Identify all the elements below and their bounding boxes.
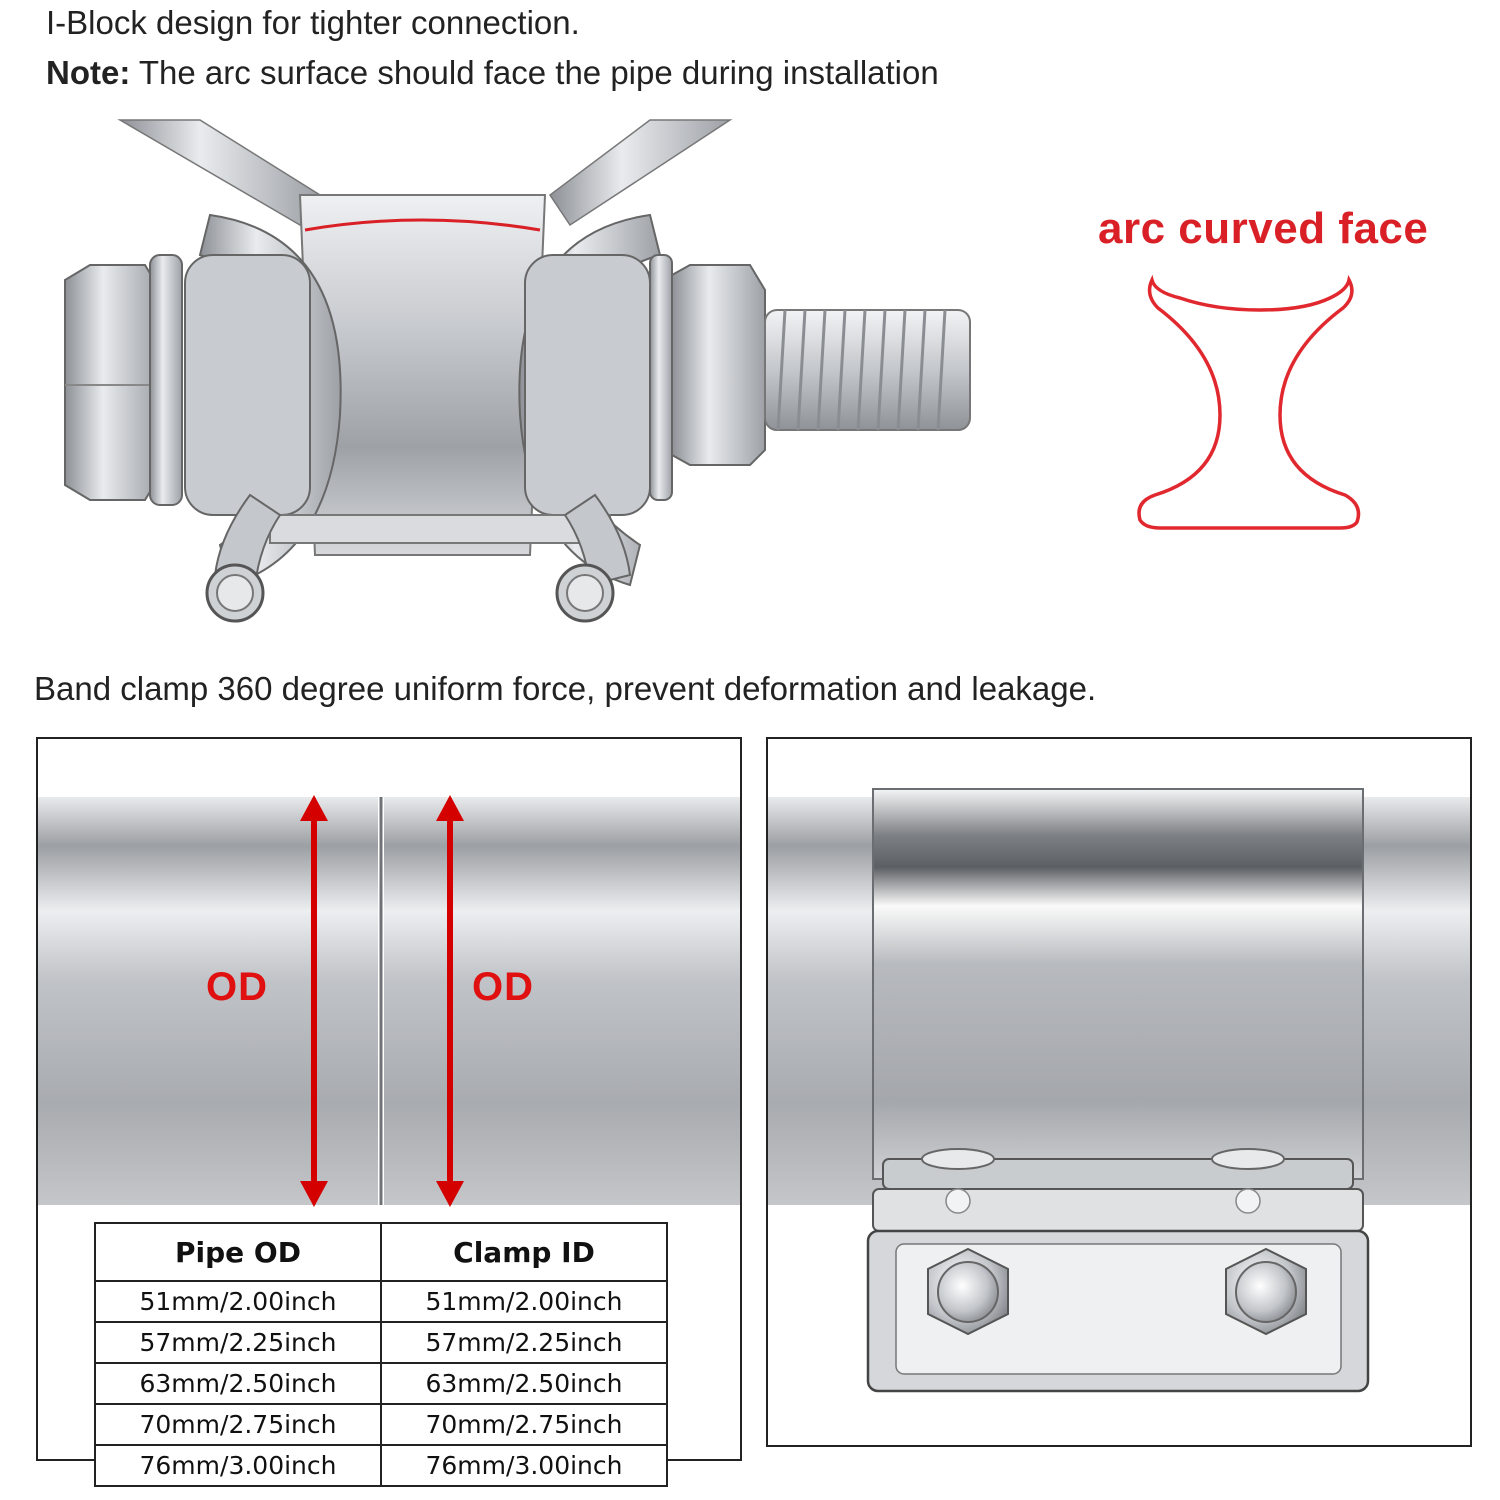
installed-clamp-illustration — [768, 788, 1470, 1393]
od-label-right: OD — [472, 965, 534, 1009]
pipe-od-cell: 63mm/2.50inch — [94, 1362, 382, 1405]
header-pipe-od: Pipe OD — [94, 1222, 382, 1282]
pipe-od-cell: 57mm/2.25inch — [94, 1321, 382, 1364]
clamp-id-cell: 76mm/3.00inch — [380, 1444, 668, 1487]
table-row: 57mm/2.25inch 57mm/2.25inch — [94, 1321, 668, 1364]
table-header-row: Pipe OD Clamp ID — [94, 1222, 668, 1282]
arc-curved-face-label: arc curved face — [1098, 204, 1429, 253]
od-label-left: OD — [206, 965, 268, 1009]
clamp-id-cell: 57mm/2.25inch — [380, 1321, 668, 1364]
clamp-hardware-photo — [64, 119, 971, 623]
size-spec-table: Pipe OD Clamp ID 51mm/2.00inch 51mm/2.00… — [94, 1222, 668, 1487]
table-row: 70mm/2.75inch 70mm/2.75inch — [94, 1403, 668, 1446]
table-row: 76mm/3.00inch 76mm/3.00inch — [94, 1444, 668, 1487]
pipe-od-cell: 70mm/2.75inch — [94, 1403, 382, 1446]
iblock-profile-diagram — [1137, 274, 1361, 530]
feature-text-iblock: I-Block design for tighter connection. — [46, 4, 580, 41]
clamp-id-cell: 70mm/2.75inch — [380, 1403, 668, 1446]
table-row: 63mm/2.50inch 63mm/2.50inch — [94, 1362, 668, 1405]
installation-note: Note: The arc surface should face the pi… — [46, 54, 939, 92]
table-row: 51mm/2.00inch 51mm/2.00inch — [94, 1280, 668, 1323]
pipes-illustration — [38, 795, 740, 1207]
note-label: Note: — [46, 54, 131, 91]
pipe-od-cell: 51mm/2.00inch — [94, 1280, 382, 1323]
pipe-od-cell: 76mm/3.00inch — [94, 1444, 382, 1487]
note-text: The arc surface should face the pipe dur… — [130, 54, 939, 91]
band-clamp-description: Band clamp 360 degree uniform force, pre… — [34, 670, 1097, 707]
installed-clamp-panel — [766, 737, 1472, 1447]
clamp-id-cell: 51mm/2.00inch — [380, 1280, 668, 1323]
header-clamp-id: Clamp ID — [380, 1222, 668, 1282]
clamp-id-cell: 63mm/2.50inch — [380, 1362, 668, 1405]
